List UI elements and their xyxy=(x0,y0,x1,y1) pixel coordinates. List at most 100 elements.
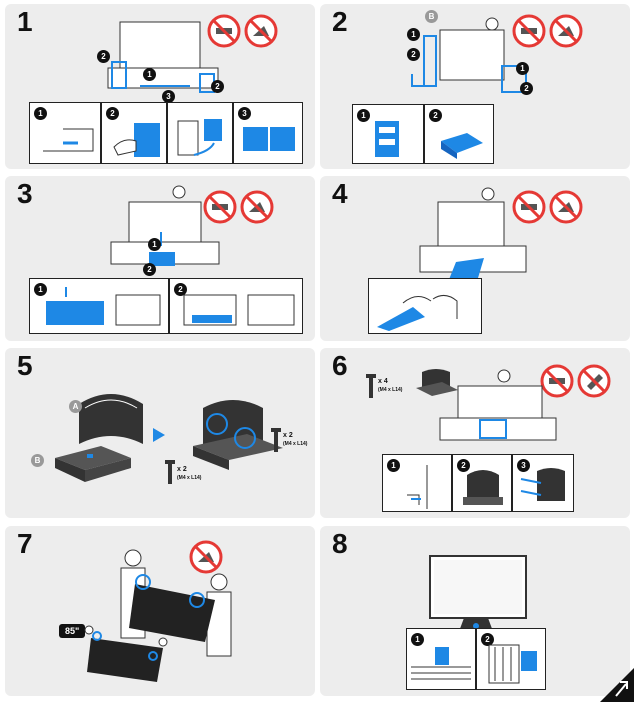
callout-1: 1 xyxy=(516,62,529,75)
step-number: 8 xyxy=(332,528,348,559)
next-arrow-icon xyxy=(153,428,165,442)
step-number: 6 xyxy=(332,350,348,381)
detail-frame-2: 2 xyxy=(452,454,512,512)
pull-tab-illustration xyxy=(419,187,527,282)
callout-2: 2 xyxy=(429,109,442,122)
remove-panel-illustration xyxy=(177,119,222,156)
callout-b: B xyxy=(31,454,44,467)
callout-3: 3 xyxy=(238,107,251,120)
lift-cover-illustration xyxy=(243,121,295,157)
hand-open-box-illustration xyxy=(113,123,160,157)
callout-1: 1 xyxy=(357,109,370,122)
two-people-lift-tv-illustration xyxy=(120,549,232,657)
no-soft-surface-icon xyxy=(240,190,274,224)
attach-stand-illustration xyxy=(439,369,557,441)
step-number: 7 xyxy=(17,528,33,559)
callout-1: 1 xyxy=(411,633,424,646)
screw-icon xyxy=(366,374,376,398)
stand-base-illustration xyxy=(441,133,483,159)
callout-a: A xyxy=(69,400,82,413)
stand-neck-illustration xyxy=(79,394,143,444)
screw-spec: (M4 x L14) xyxy=(378,387,403,393)
tv-on-stand-illustration xyxy=(429,555,527,634)
detail-frame-3: 3 xyxy=(512,454,574,512)
stand-neck-illustration xyxy=(375,121,399,157)
step-number: 4 xyxy=(332,178,348,209)
no-tools-icon xyxy=(203,190,237,224)
step-number: 3 xyxy=(17,178,33,209)
step-7-panel: 7 85" xyxy=(5,526,315,696)
assembled-stand-illustration xyxy=(416,369,458,396)
cable-cover-illustration xyxy=(488,644,537,684)
detail-frame-1: 1 xyxy=(406,628,476,690)
cable-routing-illustration xyxy=(411,647,471,680)
remove-accessories-illustration xyxy=(411,17,527,93)
screw-icon xyxy=(165,460,175,484)
callout-2: 2 xyxy=(457,459,470,472)
screw-spec: (M4 x L14) xyxy=(283,441,308,447)
callout-2: 2 xyxy=(211,80,224,93)
no-tools-icon xyxy=(540,364,574,398)
no-tools-icon xyxy=(207,14,241,48)
step-8-panel: 8 1 2 xyxy=(320,526,630,696)
step-number: 2 xyxy=(332,6,348,37)
no-soft-surface-icon xyxy=(189,540,223,574)
tv-packaging-illustration xyxy=(107,21,219,93)
assembled-stand-illustration xyxy=(193,400,283,470)
step-5-panel: 5 A B x 2 (M4 x L14) x 2 (M4 x L14) xyxy=(5,348,315,518)
detail-frame-1: 1 xyxy=(352,104,424,164)
detail-frame-1: 1 xyxy=(29,102,101,164)
callout-2: 2 xyxy=(143,263,156,276)
screw-count: x 2 xyxy=(283,432,293,439)
no-soft-surface-icon xyxy=(549,14,583,48)
callout-1: 1 xyxy=(148,238,161,251)
screw-count-label: x 2 (M4 x L14) xyxy=(177,466,201,482)
detail-frame-4: 3 xyxy=(233,102,303,164)
no-power-screwdriver-icon xyxy=(577,364,611,398)
screw-count-label: x 4 (M4 x L14) xyxy=(378,378,402,394)
callout-1: 1 xyxy=(34,283,47,296)
cut-tape-illustration xyxy=(43,128,94,152)
remove-foam-illustration xyxy=(183,294,295,326)
tv-size-badge: 85" xyxy=(59,624,86,638)
detail-frame-2: 2 xyxy=(476,628,546,690)
no-tools-icon xyxy=(512,190,546,224)
step-2-panel: 2 B 1 2 1 2 1 2 xyxy=(320,4,630,169)
callout-2: 2 xyxy=(97,50,110,63)
no-soft-surface-icon xyxy=(244,14,278,48)
screw-count: x 2 xyxy=(177,466,187,473)
callout-1: 1 xyxy=(34,107,47,120)
no-tools-icon xyxy=(512,14,546,48)
hands-pull-illustration xyxy=(377,295,458,331)
four-people-lift-tv-illustration xyxy=(84,625,168,682)
detail-frame-2: 2 xyxy=(424,104,494,164)
callout-2: 2 xyxy=(174,283,187,296)
step-number: 1 xyxy=(17,6,33,37)
step-number: 5 xyxy=(17,350,33,381)
screw-count: x 4 xyxy=(378,378,388,385)
callout-1: 1 xyxy=(407,28,420,41)
callout-2: 2 xyxy=(106,107,119,120)
screw-spec: (M4 x L14) xyxy=(177,475,202,481)
step-1-panel: 1 2 1 3 2 1 2 3 xyxy=(5,4,315,169)
step-6-panel: 6 x 4 (M4 x L14) 1 2 3 xyxy=(320,348,630,518)
callout-2: 2 xyxy=(520,82,533,95)
step-3-panel: 3 1 2 1 2 xyxy=(5,176,315,341)
lift-tv-illustration xyxy=(110,185,220,266)
page-turn-arrow-icon xyxy=(600,668,634,702)
detail-frame-1: 1 xyxy=(29,278,169,334)
detail-frame-1: 1 xyxy=(382,454,452,512)
detail-frame-2: 2 xyxy=(101,102,167,164)
callout-3: 3 xyxy=(517,459,530,472)
step-4-panel: 4 xyxy=(320,176,630,341)
no-soft-surface-icon xyxy=(549,190,583,224)
screw-icon xyxy=(271,428,281,452)
callout-1: 1 xyxy=(387,459,400,472)
callout-2: 2 xyxy=(407,48,420,61)
callout-2: 2 xyxy=(481,633,494,646)
insert-stand-illustration xyxy=(463,470,503,505)
remove-bracket-illustration xyxy=(46,287,161,326)
detail-frame-2: 2 xyxy=(169,278,303,334)
screw-count-label: x 2 (M4 x L14) xyxy=(283,432,307,448)
callout-3: 3 xyxy=(162,90,175,103)
